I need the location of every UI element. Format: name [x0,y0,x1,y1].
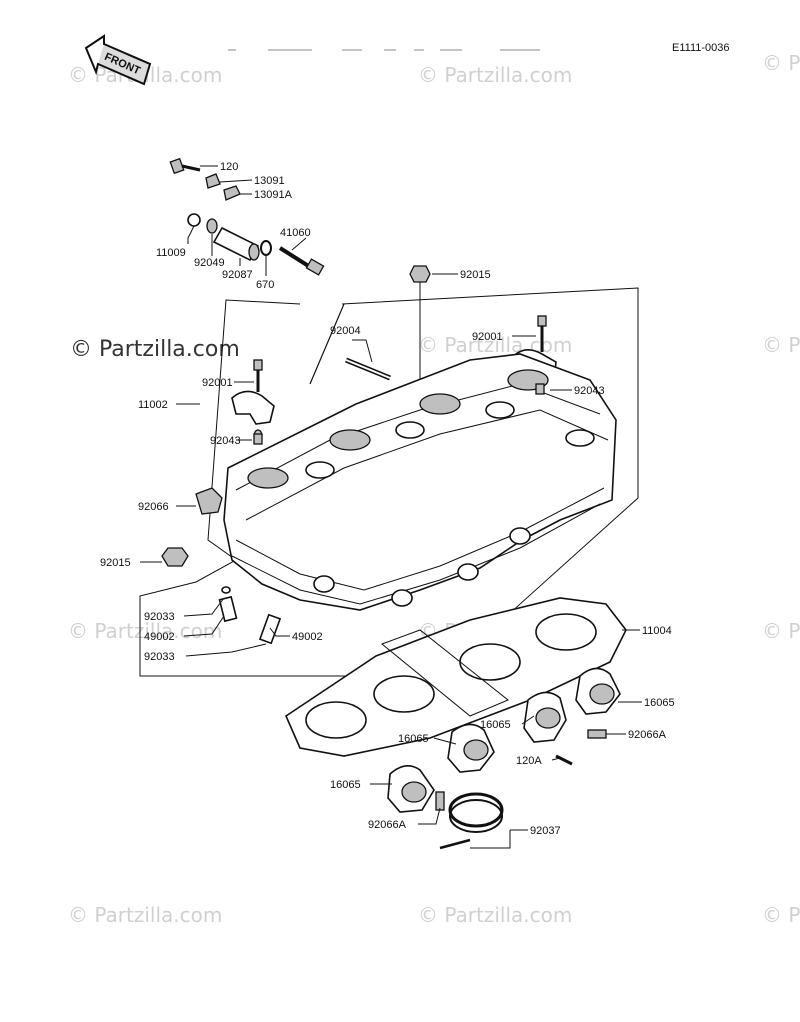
part-11009 [187,213,201,227]
callout-92066A-bottom: 92066A [368,819,407,831]
callout-92066: 92066 [138,501,169,513]
watermark-text: © Partzilla.com [762,51,800,75]
part-16065-holder-b [447,723,495,773]
part-92004-stud [345,357,391,381]
part-13091 [205,173,221,189]
watermark-text-dark: © Partzilla.com [70,337,240,362]
callout-92015-top: 92015 [460,269,491,281]
callout-92066A-right: 92066A [628,729,667,741]
callout-92043-left: 92043 [210,435,241,447]
callout-11009: 11009 [156,247,186,259]
part-92087-sleeve [212,226,260,262]
callout-92004: 92004 [330,325,361,337]
part-92015-left-nut [161,547,189,567]
part-92033-seal-a [221,586,231,594]
watermark-layer: © Partzilla.com © Partzilla.com © Partzi… [68,51,800,927]
callout-49002-a: 49002 [144,631,175,643]
callout-13091: 13091 [254,175,285,187]
head-assembly-frame [139,287,639,677]
part-92043-left-dowel [253,433,263,445]
part-11002-cylinder-head [223,353,617,611]
part-92043-right-dowel [535,383,545,395]
callout-92001-left: 92001 [202,377,233,389]
watermark-text: © Partzilla.com [418,903,572,927]
part-670-oring [260,240,272,256]
callout-11004: 11004 [642,625,672,637]
callout-16065-c: 16065 [480,719,511,731]
part-49002-guide-a [218,595,238,623]
callout-16065-a: 16065 [330,779,361,791]
watermark-text: © Partzilla.com [418,63,572,87]
part-92066-block [195,487,223,515]
watermark-text: © Partzilla.com [68,619,222,643]
part-16065-holder-c [523,691,567,743]
part-92066A-bottom-screw [435,791,445,811]
watermark-text: © Partzilla.com [762,333,800,357]
callout-16065-b: 16065 [398,733,429,745]
part-bolt-120 [169,157,201,175]
callout-49002-b: 49002 [292,631,323,643]
callout-92001-right: 92001 [472,331,503,343]
callout-92033-a: 92033 [144,611,175,623]
callout-16065-d: 16065 [644,697,675,709]
part-120A-bolt [555,754,573,766]
callout-92049: 92049 [194,257,225,269]
part-92049 [206,218,218,234]
callout-labels: 120 13091 13091A 41060 11009 92049 92087… [100,161,675,837]
callout-92037: 92037 [530,825,561,837]
part-92037-clamp [439,792,504,850]
part-13091A [223,185,241,201]
part-92001-left-bolt [253,359,263,392]
callout-13091A: 13091A [254,189,293,201]
diagram-code: E1111-0036 [672,42,730,54]
watermark-text: © Partzilla.com [762,903,800,927]
part-16065-holder-a [387,765,435,813]
callout-11002: 11002 [138,399,168,411]
callout-41060: 41060 [280,227,311,239]
callout-120A: 120A [516,755,542,767]
watermark-text: © Partzilla.com [68,903,222,927]
watermark-text: © Partzilla.com [418,333,572,357]
watermark-text: © Partzilla.com [762,619,800,643]
leader-lines [140,165,642,849]
callout-92087: 92087 [222,269,253,281]
callout-670: 670 [256,279,274,291]
callout-92043-right: 92043 [574,385,605,397]
callout-92033-b: 92033 [144,651,175,663]
part-92066A-right-screw [587,729,607,739]
part-41060-shaft [278,246,325,276]
callout-120: 120 [220,161,238,173]
part-11004-head-gasket [284,597,627,757]
part-49002-guide-b [258,613,282,645]
part-92001-right-bolt [537,315,547,352]
callout-92015-left: 92015 [100,557,131,569]
part-16065-holder-d [575,667,621,715]
